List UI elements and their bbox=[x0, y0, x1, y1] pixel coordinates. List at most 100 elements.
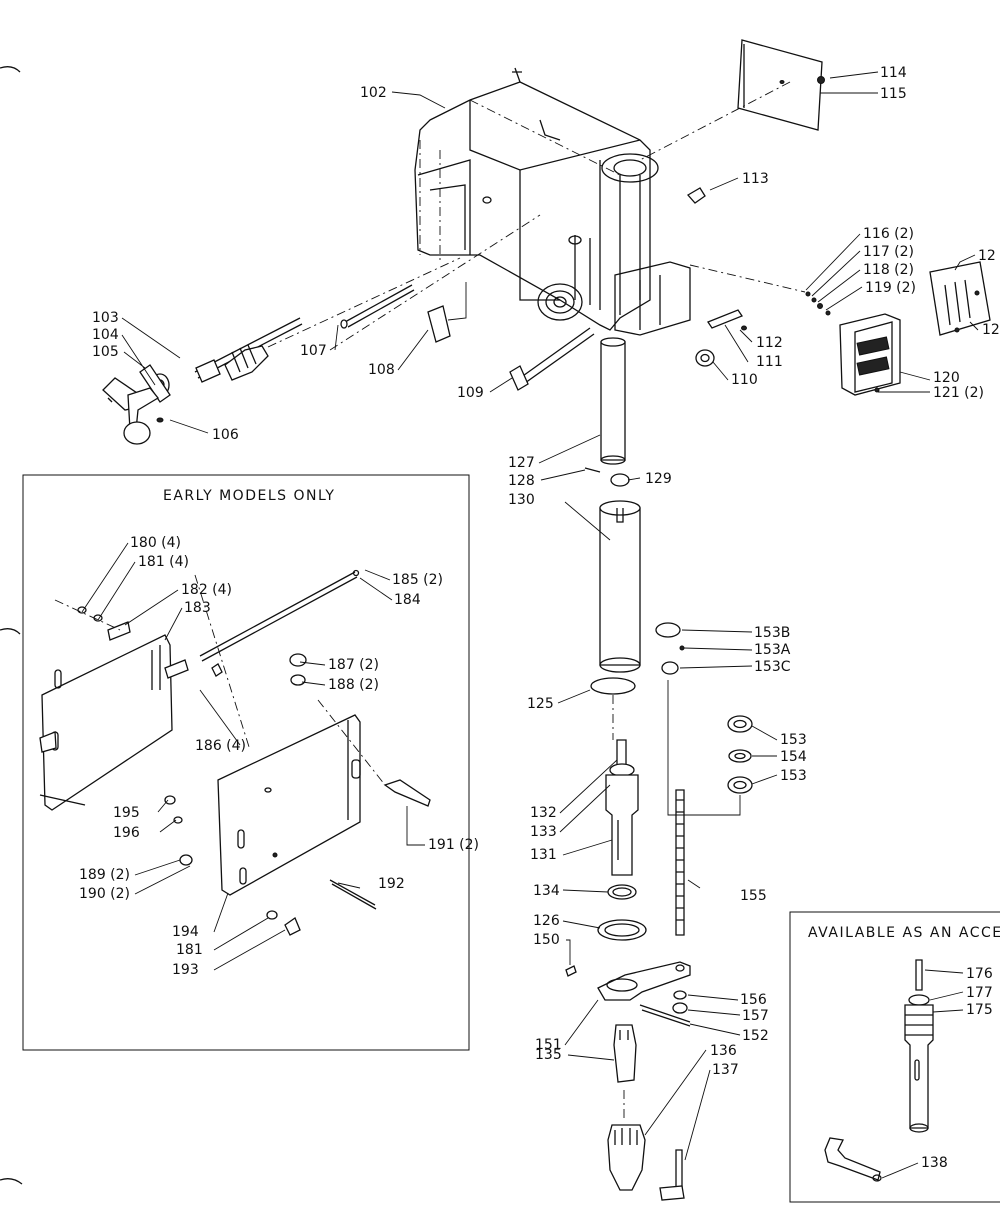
chuck-136 bbox=[607, 1124, 646, 1191]
sleeve-130 bbox=[599, 500, 641, 673]
label-110: 110 bbox=[731, 372, 758, 388]
label-113: 113 bbox=[742, 171, 769, 187]
screw-152 bbox=[639, 1004, 691, 1027]
label-136: 136 bbox=[710, 1043, 737, 1059]
label-129: 129 bbox=[645, 471, 672, 487]
label-112: 112 bbox=[756, 335, 783, 351]
nut-153B bbox=[655, 622, 681, 638]
label-115: 115 bbox=[880, 86, 907, 102]
label-116: 116 (2) bbox=[863, 226, 914, 242]
plate-108 bbox=[427, 305, 451, 343]
label-195: 195 bbox=[113, 805, 140, 821]
margin-mark bbox=[0, 1178, 23, 1185]
margin-mark bbox=[0, 66, 21, 73]
label-134: 134 bbox=[533, 883, 560, 899]
part-labels: EARLY MODELS ONLY AVAILABLE AS AN ACCE 1… bbox=[79, 65, 1000, 1171]
label-191: 191 (2) bbox=[428, 837, 479, 853]
label-111: 111 bbox=[756, 354, 783, 370]
label-153-lower: 153 bbox=[780, 768, 807, 784]
label-175: 175 bbox=[966, 1002, 993, 1018]
spanner-wrench-138 bbox=[824, 1137, 882, 1182]
label-153A: 153A bbox=[754, 642, 791, 658]
label-182: 182 (4) bbox=[181, 582, 232, 598]
label-102: 102 bbox=[360, 85, 387, 101]
spindle-131 bbox=[605, 763, 639, 876]
arbor-135 bbox=[613, 1024, 637, 1083]
margin-mark bbox=[0, 628, 21, 635]
bolt-109 bbox=[509, 327, 595, 391]
label-138: 138 bbox=[921, 1155, 948, 1171]
ring-125 bbox=[590, 677, 636, 695]
cover-plate bbox=[929, 261, 991, 336]
label-126: 126 bbox=[533, 913, 560, 929]
label-183: 183 bbox=[184, 600, 211, 616]
label-185: 185 (2) bbox=[392, 572, 443, 588]
accessory-box bbox=[789, 911, 1000, 1203]
label-186: 186 (4) bbox=[195, 738, 246, 754]
label-120: 120 bbox=[933, 370, 960, 386]
label-193: 193 bbox=[172, 962, 199, 978]
label-133: 133 bbox=[530, 824, 557, 840]
label-127: 127 bbox=[508, 455, 535, 471]
label-107: 107 bbox=[300, 343, 327, 359]
accessory-title: AVAILABLE AS AN ACCE bbox=[808, 925, 1000, 941]
label-181-upper: 181 (4) bbox=[138, 554, 189, 570]
label-153C: 153C bbox=[754, 659, 791, 675]
rod-107 bbox=[340, 284, 415, 329]
label-125: 125 bbox=[527, 696, 554, 712]
label-177: 177 bbox=[966, 985, 993, 1001]
early-models-title: EARLY MODELS ONLY bbox=[163, 488, 335, 504]
label-109: 109 bbox=[457, 385, 484, 401]
label-156: 156 bbox=[740, 992, 767, 1008]
label-106: 106 bbox=[212, 427, 239, 443]
label-104: 104 bbox=[92, 327, 119, 343]
label-188: 188 (2) bbox=[328, 677, 379, 693]
washer-126 bbox=[597, 919, 647, 941]
leader bbox=[447, 282, 467, 321]
leader bbox=[667, 680, 741, 816]
early-guard-assembly bbox=[39, 569, 431, 936]
label-12-lower: 12 bbox=[982, 322, 1000, 338]
bracket-111 bbox=[707, 309, 747, 331]
label-118: 118 (2) bbox=[863, 262, 914, 278]
nut-157 bbox=[672, 1002, 688, 1014]
screw-113 bbox=[686, 187, 706, 204]
label-128: 128 bbox=[508, 473, 535, 489]
label-151: 151 bbox=[535, 1037, 562, 1053]
nameplate-115 bbox=[639, 39, 825, 161]
label-131: 131 bbox=[530, 847, 557, 863]
label-155: 155 bbox=[740, 888, 767, 904]
label-176: 176 bbox=[966, 966, 993, 982]
label-187: 187 (2) bbox=[328, 657, 379, 673]
label-108: 108 bbox=[368, 362, 395, 378]
label-132: 132 bbox=[530, 805, 557, 821]
label-180: 180 (4) bbox=[130, 535, 181, 551]
label-153-upper: 153 bbox=[780, 732, 807, 748]
label-130: 130 bbox=[508, 492, 535, 508]
label-157: 157 bbox=[742, 1008, 769, 1024]
accessory-spindle bbox=[904, 959, 934, 1133]
feed-handle-assembly bbox=[102, 214, 541, 445]
label-150: 150 bbox=[533, 932, 560, 948]
depth-collar-151 bbox=[565, 961, 691, 1001]
label-135: 135 bbox=[535, 1047, 562, 1063]
label-196: 196 bbox=[113, 825, 140, 841]
label-194: 194 bbox=[172, 924, 199, 940]
label-190: 190 (2) bbox=[79, 886, 130, 902]
label-119: 119 (2) bbox=[865, 280, 916, 296]
label-189: 189 (2) bbox=[79, 867, 130, 883]
label-114: 114 bbox=[880, 65, 907, 81]
nut-110 bbox=[695, 349, 715, 367]
label-181-lower: 181 bbox=[176, 942, 203, 958]
label-117: 117 (2) bbox=[863, 244, 914, 260]
nut-153C bbox=[661, 661, 679, 675]
label-12-upper: 12 bbox=[978, 248, 996, 264]
label-105: 105 bbox=[92, 344, 119, 360]
nut-156 bbox=[673, 990, 687, 1000]
key-128 bbox=[584, 467, 601, 473]
label-154: 154 bbox=[780, 749, 807, 765]
drill-press-head bbox=[414, 67, 691, 336]
label-152: 152 bbox=[742, 1028, 769, 1044]
